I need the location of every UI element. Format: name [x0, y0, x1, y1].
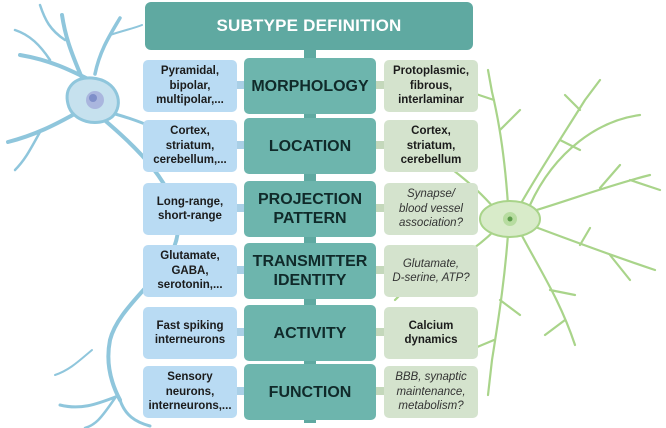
- neuron-example-box: Glutamate, GABA, serotonin,...: [143, 245, 237, 297]
- glia-example-box: Glutamate, D-serine, ATP?: [384, 245, 478, 297]
- glia-connector: [376, 328, 384, 336]
- glia-connector: [376, 387, 384, 395]
- neuron-nucleolus: [89, 94, 97, 102]
- category-box: PROJECTION PATTERN: [244, 181, 376, 237]
- diagram-title: SUBTYPE DEFINITION: [145, 2, 473, 50]
- neuron-connector: [236, 387, 244, 395]
- glia-example-box: BBB, synaptic maintenance, metabolism?: [384, 366, 478, 418]
- glia-example-box: Protoplasmic, fibrous, interlaminar: [384, 60, 478, 112]
- glia-connector: [376, 81, 384, 89]
- glia-example-box: Calcium dynamics: [384, 307, 478, 359]
- category-box: FUNCTION: [244, 364, 376, 420]
- glia-connector: [376, 266, 384, 274]
- glia-connector: [376, 141, 384, 149]
- category-box: ACTIVITY: [244, 305, 376, 361]
- neuron-example-box: Pyramidal, bipolar, multipolar,...: [143, 60, 237, 112]
- astrocyte-nucleolus: [507, 216, 513, 222]
- neuron-connector: [236, 328, 244, 336]
- category-box: TRANSMITTER IDENTITY: [244, 243, 376, 299]
- neuron-connector: [236, 81, 244, 89]
- glia-example-box: Cortex, striatum, cerebellum: [384, 120, 478, 172]
- glia-example-box: Synapse/ blood vessel association?: [384, 183, 478, 235]
- neuron-example-box: Sensory neurons, interneurons,...: [143, 366, 237, 418]
- neuron-connector: [236, 141, 244, 149]
- glia-connector: [376, 204, 384, 212]
- neuron-example-box: Long-range, short-range: [143, 183, 237, 235]
- neuron-connector: [236, 266, 244, 274]
- neuron-example-box: Fast spiking interneurons: [143, 307, 237, 359]
- category-box: LOCATION: [244, 118, 376, 174]
- category-box: MORPHOLOGY: [244, 58, 376, 114]
- neuron-connector: [236, 204, 244, 212]
- neuron-example-box: Cortex, striatum, cerebellum,...: [143, 120, 237, 172]
- row-connectors: [236, 81, 384, 395]
